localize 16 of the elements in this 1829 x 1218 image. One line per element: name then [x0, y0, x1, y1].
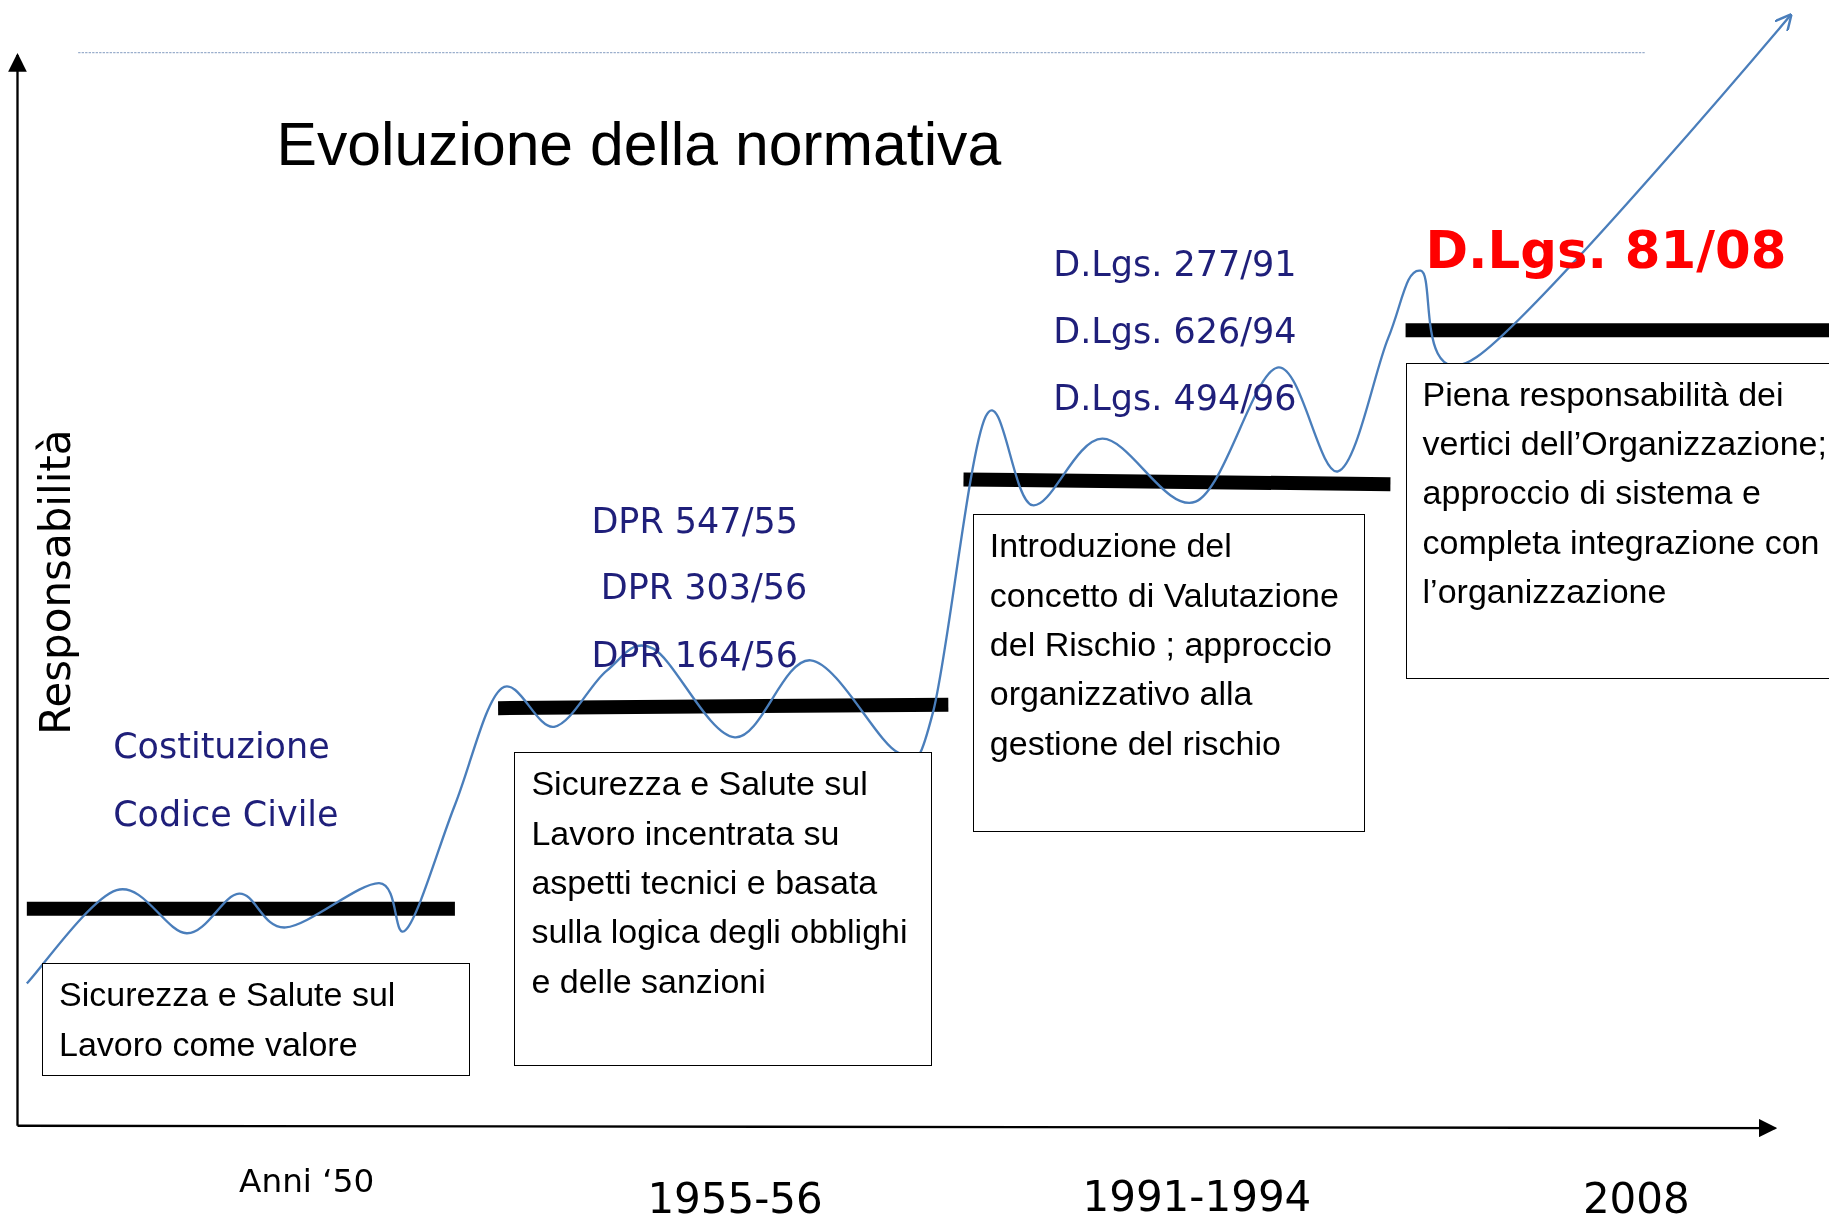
law-label: DPR 547/55	[591, 503, 798, 539]
law-label: Costituzione	[113, 729, 330, 765]
year-label: 1991-1994	[1082, 1175, 1312, 1218]
year-label: 1955-56	[647, 1178, 823, 1218]
law-label: DPR 303/56	[600, 570, 808, 606]
description-text: Introduzione del concetto di Valutazione del Rischio ; approccio organizzativo alla gestione del rischio	[989, 525, 1340, 764]
slide-title: Evoluzione della normativa	[276, 114, 1002, 175]
law-label: D.Lgs. 626/94	[1053, 313, 1297, 349]
year-label: 2008	[1582, 1178, 1690, 1218]
description-text: Sicurezza e Salute sul Lavoro come valore	[59, 974, 397, 1065]
year-label: Anni ‘50	[239, 1165, 375, 1198]
law-label: Codice Civile	[113, 796, 339, 832]
description-text: Sicurezza e Salute sul Lavoro incentrata su aspetti tecnici e basata sulla logica degli obblighi e delle sanzioni	[531, 763, 909, 1002]
description-text: Piena responsabilità dei vertici dell’Organizzazione; approccio di sistema e completa integrazione con l’organizzazione	[1422, 373, 1828, 612]
axis-label: Responsabilità	[35, 429, 77, 735]
law-label: D.Lgs. 277/91	[1053, 247, 1297, 283]
